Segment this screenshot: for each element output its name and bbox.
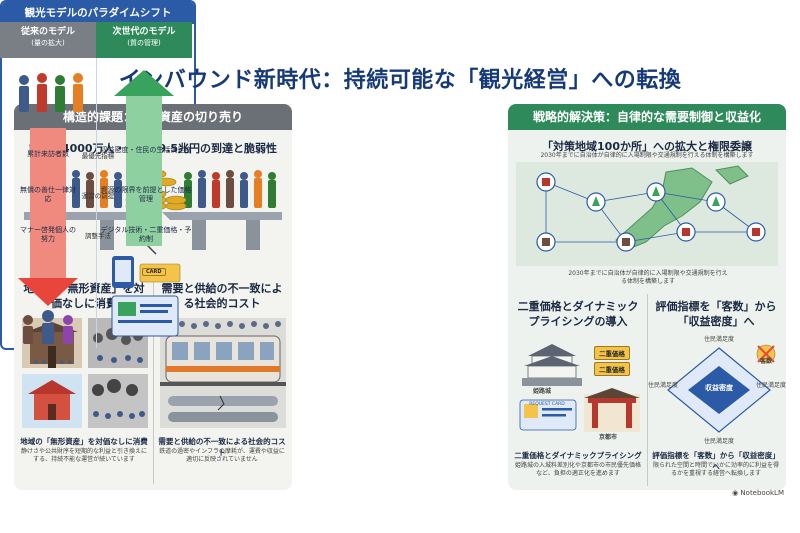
left-sub2-title: 需要と供給の不一致による社会的コスト — [161, 282, 283, 310]
right-sub1-title: 二重価格とダイナミックプライシングの導入 — [517, 300, 639, 328]
right-top-sub: 2030年までに自治体が自律的に入場制限や交通規制を行える体制を構築します — [540, 152, 754, 159]
center-row-2: 運営の前提 — [81, 192, 115, 200]
left-divider — [153, 274, 154, 484]
new-model-title: 次世代のモデル — [112, 27, 176, 37]
dual-price-chip-1: 二重価格 — [594, 346, 630, 360]
old-row-1: 累計来訪者数 — [27, 150, 69, 158]
diamond-bottom-label: 住民満足度 — [703, 438, 734, 445]
right-top-title: 「対策地域100か所」への拡大と権限委譲 — [542, 140, 752, 153]
old-row-3: マナー啓発個人の努力 — [20, 226, 76, 244]
left-sub2-caption-body: 鉄道の過密やインフラの摩耗が、運費や収益に適切に反映されていません — [159, 448, 285, 464]
center-row-1: 最優先指標 — [81, 152, 115, 160]
new-model-sub: (質の管理) — [127, 38, 161, 47]
right-sub1-caption-title: 二重価格とダイナミックプライシング — [514, 451, 642, 460]
middle-panel-heading: 観光モデルのパラダイムシフト — [2, 2, 194, 24]
right-panel-heading: 戦略的解決策：自律的な需要制御と収益化 — [508, 104, 786, 130]
page-title: インバウンド新時代：持続可能な「観光経営」への転換 — [118, 68, 682, 93]
middle-panel: 観光モデルのパラダイムシフト 従来のモデル (量の拡大) 次世代のモデル (質の… — [0, 0, 196, 350]
crowded-train-illustration — [160, 318, 286, 428]
diamond-right-label: 住民満足度 — [756, 382, 786, 389]
middle-divider — [96, 58, 97, 348]
logo-text: NotebookLM — [740, 489, 784, 497]
japan-network-map — [516, 162, 778, 266]
castle-label: 姫路城 — [532, 388, 551, 395]
card-chip: CARD — [142, 268, 166, 276]
right-sub2-title: 評価指標を「客数」から「収益密度」へ — [655, 300, 777, 328]
old-model-heading: 従来のモデル (量の拡大) — [0, 22, 96, 58]
new-row-1: 収益密度・住民の生活満足度 — [100, 146, 192, 154]
new-row-3: デジタル技術・二重価格・予約制 — [100, 226, 192, 244]
paradigm-arrows — [18, 70, 181, 344]
diamond-left-label: 住民満足度 — [648, 382, 679, 389]
left-sub1-caption-title: 地域の「無形資産」を対価なしに消費 — [20, 437, 148, 446]
left-sub1-caption-body: 静けさや公共財序を短期的な利益と引き換えにする、持続不能な運営が続いています — [20, 448, 147, 464]
left-sub2-caption-title: 需要と供給の不一致による社会的コスト — [158, 437, 286, 457]
right-panel: 戦略的解決策：自律的な需要制御と収益化 「対策地域100か所」への拡大と権限委譲… — [508, 104, 786, 490]
request-card-label: REQUEST CARD — [529, 402, 565, 407]
castle-gate-illustration — [519, 344, 640, 432]
new-row-2: 資源の限界を前提とした価格管理 — [100, 186, 192, 204]
new-model-heading: 次世代のモデル (質の管理) — [96, 22, 192, 58]
kyoto-label: 京都市 — [598, 434, 617, 441]
notebooklm-logo: ◉ NotebookLM — [732, 489, 784, 497]
map-caption: 2030年までに自治体が自律的に入場制限や交通規制を行える体制を構築します — [568, 270, 728, 286]
center-row-3: 調整手法 — [85, 232, 111, 240]
crossed-visitors-label: 客数 — [759, 358, 772, 365]
right-divider — [647, 294, 648, 486]
diamond-center-label: 収益密度 — [705, 384, 733, 392]
right-sub2-caption-body: 限られた空間と時間でいかに効率的に利益を得るかを重視する経営へ転換します — [652, 462, 779, 478]
logo-icon: ◉ — [732, 489, 741, 497]
revenue-density-diamond — [667, 344, 776, 433]
old-model-title: 従来のモデル — [20, 27, 75, 37]
right-sub1-caption-body: 姫路城の入城料差別化や京都市の市民優先価格など、負担の適正化を進めます — [514, 462, 641, 478]
old-model-sub: (量の拡大) — [31, 38, 65, 47]
right-sub2-caption-title: 評価指標を「客数」から「収益密度」へ — [652, 451, 780, 471]
diamond-top-label: 住民満足度 — [703, 336, 734, 343]
dual-price-chip-2: 二重価格 — [594, 362, 630, 376]
old-row-2: 無償の善仕一律対応 — [20, 186, 76, 204]
